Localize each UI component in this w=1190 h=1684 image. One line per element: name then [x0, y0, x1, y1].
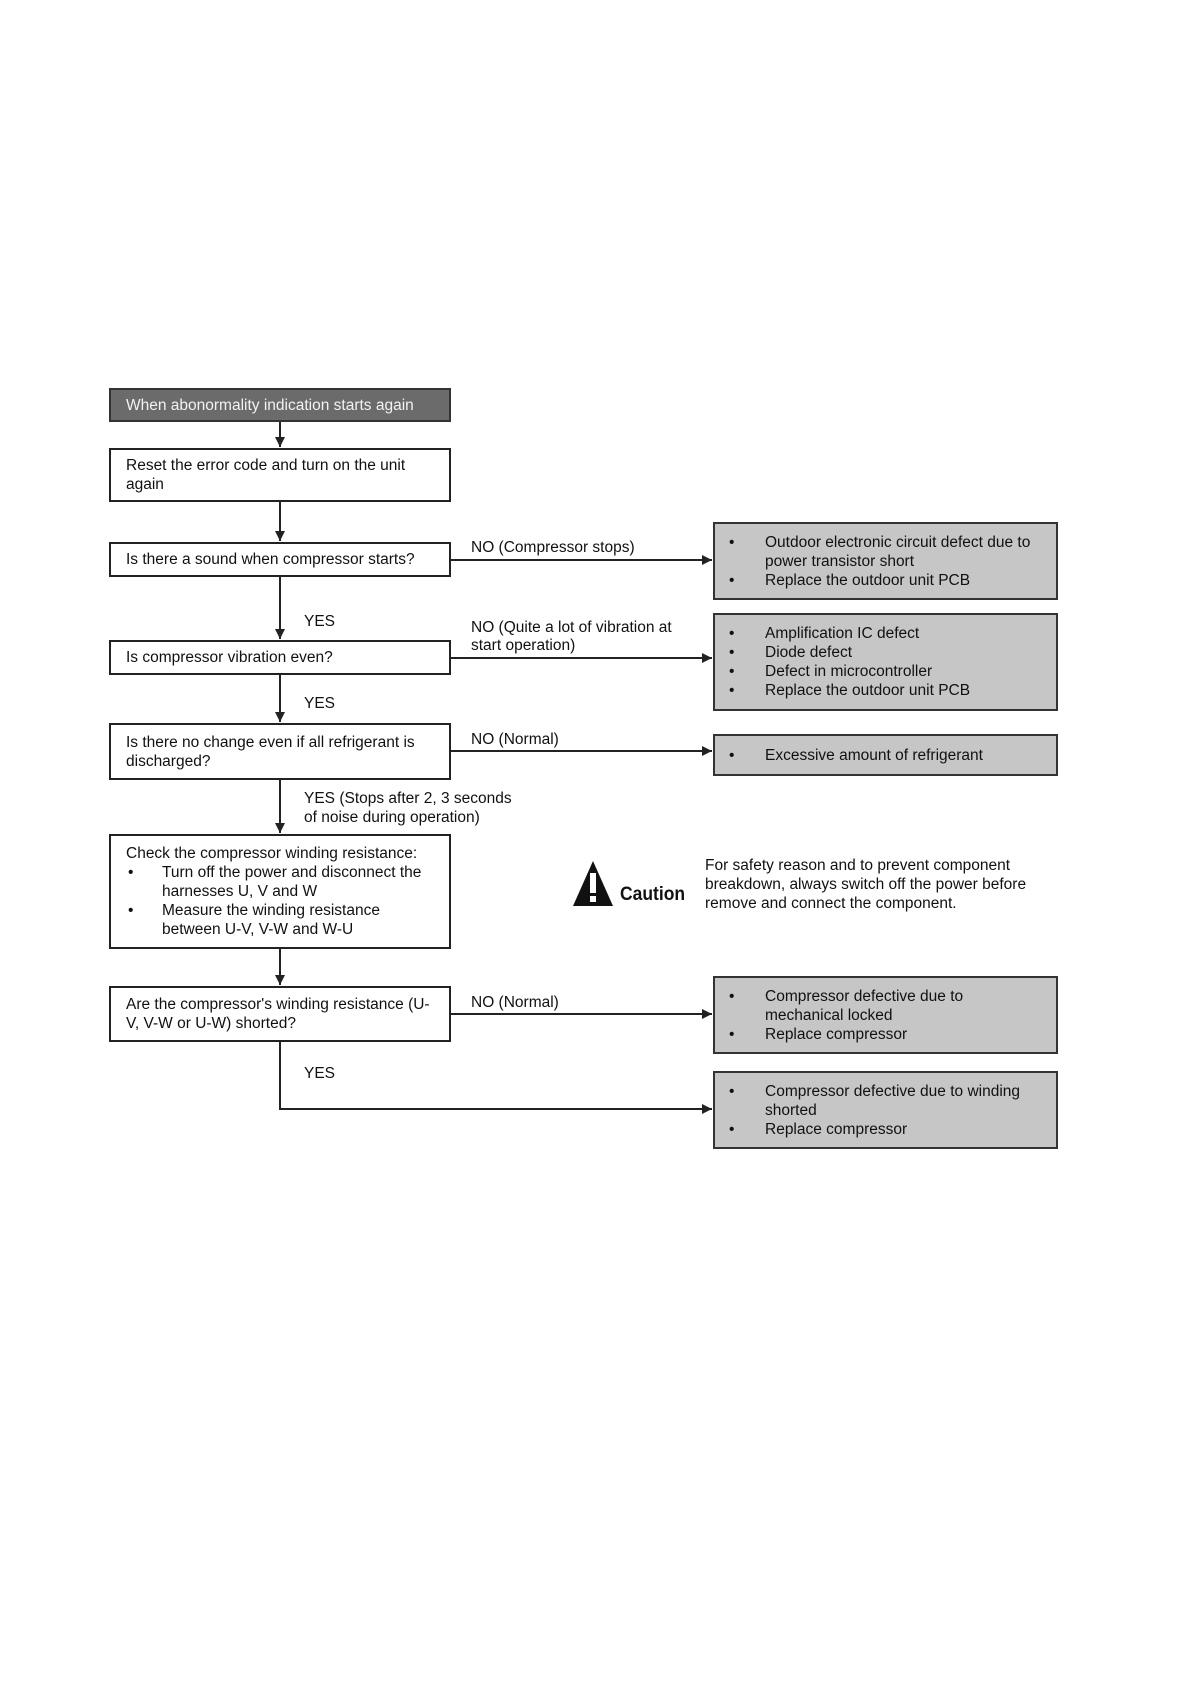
result-item: Diode defect [727, 643, 1044, 662]
result-item: Replace compressor [727, 1120, 1044, 1139]
result-item: Compressor defective due to winding shor… [727, 1082, 1044, 1120]
warning-triangle-icon [573, 861, 613, 906]
result-item: Replace the outdoor unit PCB [727, 571, 1044, 590]
check-winding-box: Check the compressor winding resistance:… [109, 834, 451, 949]
question-winding-shorted-text: Are the compressor's winding resistance … [126, 996, 430, 1032]
result-box-controller-defect: Amplification IC defect Diode defect Def… [713, 613, 1058, 711]
label-yes-winding: YES [304, 1065, 336, 1082]
label-yes-sound: YES [304, 613, 336, 630]
result-item: Replace the outdoor unit PCB [727, 681, 1044, 700]
label-yes-stops: YES (Stops after 2, 3 seconds [304, 790, 512, 807]
question-sound: Is there a sound when compressor starts? [109, 542, 451, 577]
arrow-winding-yes [279, 1042, 712, 1114]
question-vibration: Is compressor vibration even? [109, 640, 451, 675]
question-sound-text: Is there a sound when compressor starts? [126, 551, 415, 568]
result-box-excess-refrigerant: Excessive amount of refrigerant [713, 734, 1058, 776]
question-vibration-text: Is compressor vibration even? [126, 649, 333, 666]
caution-text: For safety reason and to prevent compone… [705, 857, 1027, 912]
check-winding-step: Measure the winding resistance between U… [126, 901, 437, 939]
start-text: When abonormality indication starts agai… [126, 396, 414, 414]
result-box-winding-shorted: Compressor defective due to winding shor… [713, 1071, 1058, 1149]
question-refrigerant: Is there no change even if all refrigera… [109, 723, 451, 780]
label-no-compressor-stops: NO (Compressor stops) [471, 539, 635, 556]
label-yes-vibration: YES [304, 695, 336, 712]
label-no-normal-winding: NO (Normal) [471, 994, 559, 1011]
result-item: Defect in microcontroller [727, 662, 1044, 681]
caution-label: Caution [620, 884, 686, 905]
result-box-pcb-short: Outdoor electronic circuit defect due to… [713, 522, 1058, 600]
result-item: Compressor defective due to mechanical l… [727, 987, 1044, 1025]
label-yes-stops-cont: of noise during operation) [304, 809, 480, 826]
reset-text: Reset the error code and turn on the uni… [126, 457, 406, 493]
result-box-mechanical-lock: Compressor defective due to mechanical l… [713, 976, 1058, 1054]
start-box: When abonormality indication starts agai… [109, 388, 451, 422]
label-no-vibration-cont: start operation) [471, 637, 576, 654]
result-item: Amplification IC defect [727, 624, 1044, 643]
check-winding-title: Check the compressor winding resistance: [126, 845, 418, 862]
reset-box: Reset the error code and turn on the uni… [109, 448, 451, 502]
result-item: Replace compressor [727, 1025, 1044, 1044]
result-item: Excessive amount of refrigerant [727, 746, 1044, 765]
check-winding-step: Turn off the power and disconnect the ha… [126, 863, 437, 901]
result-item: Outdoor electronic circuit defect due to… [727, 533, 1044, 571]
question-winding-shorted: Are the compressor's winding resistance … [109, 986, 451, 1042]
question-refrigerant-text: Is there no change even if all refrigera… [126, 733, 415, 770]
label-no-normal-refrigerant: NO (Normal) [471, 731, 559, 748]
label-no-vibration: NO (Quite a lot of vibration at [471, 619, 672, 636]
